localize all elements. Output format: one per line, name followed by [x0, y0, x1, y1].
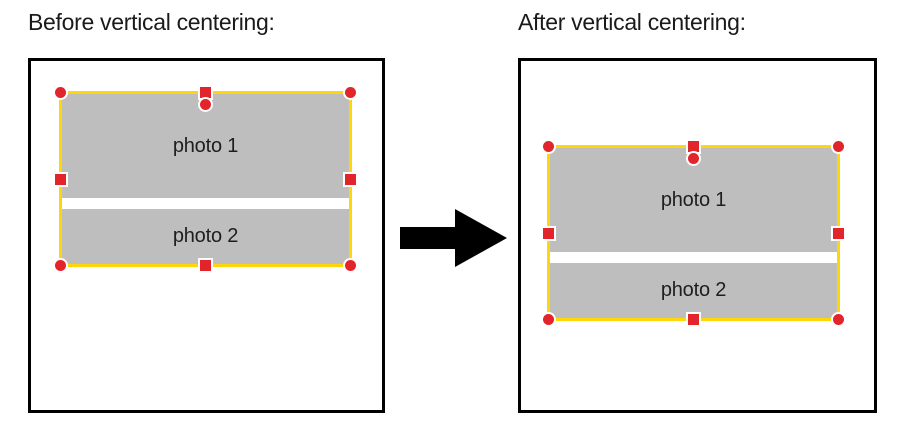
handle-middle-left[interactable]	[541, 225, 556, 241]
rotation-handle[interactable]	[686, 151, 701, 166]
handle-top-left[interactable]	[53, 85, 68, 100]
handle-top-right[interactable]	[343, 85, 358, 100]
rotation-handle[interactable]	[198, 97, 213, 112]
handle-middle-left[interactable]	[53, 171, 68, 187]
handle-bottom-right[interactable]	[831, 312, 846, 327]
handle-top-left[interactable]	[541, 139, 556, 154]
arrow-head	[455, 209, 507, 267]
handle-top-right[interactable]	[831, 139, 846, 154]
after-title: After vertical centering:	[518, 9, 746, 35]
photo-frame-2[interactable]: photo 2	[62, 209, 349, 264]
handle-bottom-left[interactable]	[541, 312, 556, 327]
handle-bottom-center[interactable]	[198, 258, 213, 273]
handle-middle-right[interactable]	[831, 225, 846, 241]
right-arrow-icon	[400, 209, 507, 267]
arrow-shaft	[400, 227, 457, 249]
photo-gap	[550, 252, 837, 263]
before-title: Before vertical centering:	[28, 9, 275, 35]
photo-frame-2[interactable]: photo 2	[550, 263, 837, 318]
after-selection-group[interactable]: photo 1 photo 2	[541, 139, 846, 327]
photo-2-label: photo 2	[172, 225, 239, 247]
handle-middle-right[interactable]	[343, 171, 358, 187]
photo-gap	[62, 198, 349, 209]
photo-1-label: photo 1	[660, 188, 727, 211]
before-canvas[interactable]: photo 1 photo 2	[28, 58, 385, 413]
after-canvas[interactable]: photo 1 photo 2	[518, 58, 877, 413]
before-selection-group[interactable]: photo 1 photo 2	[53, 85, 358, 273]
handle-bottom-right[interactable]	[343, 258, 358, 273]
handle-bottom-left[interactable]	[53, 258, 68, 273]
photo-1-label: photo 1	[172, 134, 239, 157]
photo-2-label: photo 2	[660, 279, 727, 301]
handle-bottom-center[interactable]	[686, 312, 701, 327]
